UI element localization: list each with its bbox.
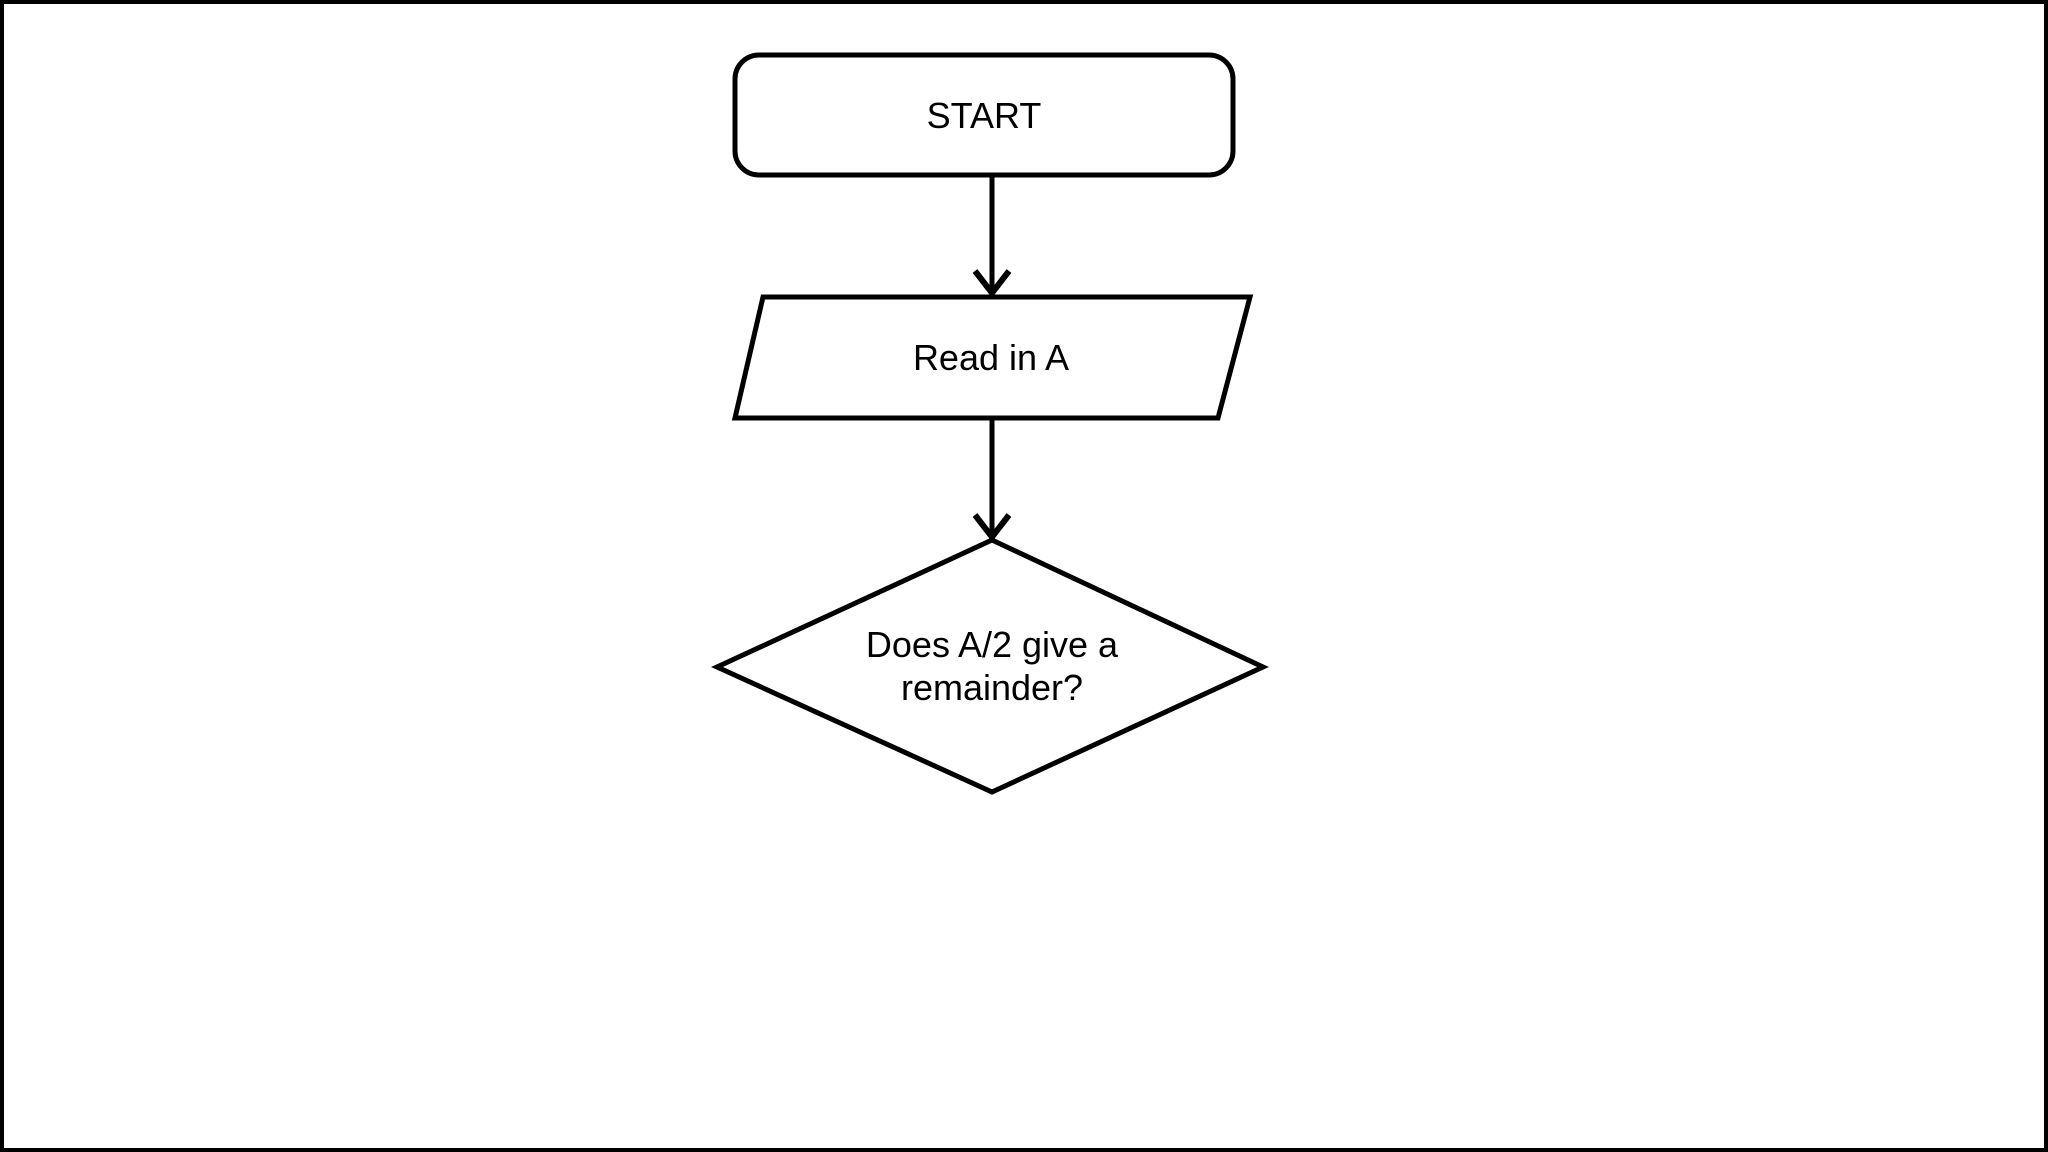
decision-node-label: Does A/2 give a remainder? bbox=[742, 540, 1242, 792]
decision-node-label-line1: Does A/2 give a bbox=[865, 624, 1119, 665]
decision-node-label-line2: remainder? bbox=[900, 667, 1084, 708]
read-node-label: Read in A bbox=[741, 297, 1241, 418]
decision-node-shape bbox=[710, 537, 1269, 795]
read-node-shape bbox=[731, 294, 1254, 421]
start-node-label: START bbox=[735, 55, 1233, 175]
edge-start-to-read-arrowhead-icon bbox=[972, 269, 1012, 298]
start-node-label-text: START bbox=[926, 94, 1042, 136]
start-node-shape bbox=[732, 52, 1236, 178]
read-node-label-text: Read in A bbox=[912, 337, 1070, 378]
edge-read-to-decision-arrowhead-icon bbox=[972, 513, 1012, 542]
